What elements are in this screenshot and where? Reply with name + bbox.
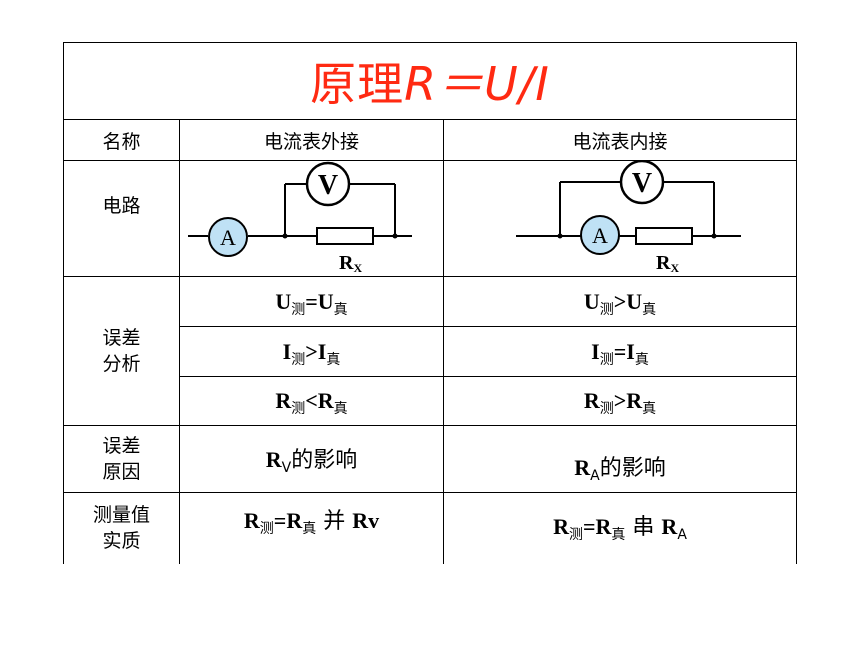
resistor-rx-icon (635, 227, 693, 245)
outer-error-cause: RV的影响 (179, 425, 444, 493)
outer-circuit-diagram: A V RX (188, 161, 412, 275)
ammeter-icon (208, 217, 248, 257)
circuit-label: 电路 (63, 160, 180, 277)
voltmeter-icon (619, 161, 665, 205)
essence-label: 测量值 实质 (63, 492, 180, 564)
title-row: 原理R＝U/I (63, 42, 797, 120)
resistor-label: RX (656, 252, 679, 275)
analysis-label: 误差 分析 (63, 276, 180, 426)
outer-current-relation: I测>I真 (179, 326, 444, 377)
inner-current-relation: I测=I真 (443, 326, 797, 377)
essence-label-line2: 实质 (102, 530, 141, 553)
header-name: 名称 (63, 119, 180, 161)
comparison-sheet: 原理R＝U/I 名称 电流表外接 电流表内接 电路 (63, 42, 797, 564)
analysis-row-3: R测<R真 R测>R真 (64, 376, 797, 426)
outer-resistance-relation: R测<R真 (179, 376, 444, 426)
header-row: 名称 电流表外接 电流表内接 (63, 119, 797, 161)
ammeter-label: A (592, 223, 608, 248)
essence-label-line1: 测量值 (92, 504, 150, 527)
header-outer: 电流表外接 (179, 119, 444, 161)
resistor-rx-icon (316, 227, 374, 245)
cause-label-line1: 误差 (102, 435, 141, 457)
header-inner: 电流表内接 (443, 119, 797, 161)
voltmeter-icon (305, 161, 351, 207)
ammeter-icon (580, 215, 620, 255)
analysis-row-1: 误差 分析 U测=U真 U测>U真 (63, 276, 797, 426)
outer-measured-essence: R测=R真 并 Rv (179, 492, 444, 564)
outer-voltage-relation: U测=U真 (179, 276, 444, 327)
inner-measured-essence: R测=R真 串 RA (443, 492, 797, 564)
circuit-row: 电路 A V RX (63, 160, 797, 277)
cause-label-line2: 原因 (102, 461, 141, 483)
inner-resistance-relation: R测>R真 (443, 376, 797, 426)
analysis-label-line1: 误差 (102, 327, 141, 349)
inner-circuit-cell: A V RX (443, 160, 797, 277)
analysis-row-2: I测>I真 I测=I真 (64, 326, 797, 377)
inner-voltage-relation: U测>U真 (443, 276, 797, 327)
analysis-label-line2: 分析 (102, 353, 141, 375)
inner-error-cause: RA的影响 (443, 425, 797, 493)
title-cell: 原理R＝U/I (63, 42, 797, 120)
comparison-table: 原理R＝U/I 名称 电流表外接 电流表内接 电路 (63, 42, 797, 564)
outer-circuit-cell: A V RX (179, 160, 444, 277)
title-chinese: 原理 (310, 57, 405, 111)
cause-label: 误差 原因 (63, 425, 180, 493)
voltmeter-label: V (632, 168, 652, 199)
resistor-label: RX (339, 252, 362, 275)
ammeter-label: A (220, 225, 236, 250)
voltmeter-label: V (318, 170, 338, 201)
cause-row: 误差 原因 RV的影响 RA的影响 (63, 425, 797, 493)
page-title: 原理R＝U/I (310, 57, 550, 111)
essence-row: 测量值 实质 R测=R真 并 Rv R测=R真 串 RA (63, 492, 797, 564)
inner-circuit-diagram: A V RX (516, 161, 741, 275)
title-formula: R＝U/I (404, 57, 550, 111)
